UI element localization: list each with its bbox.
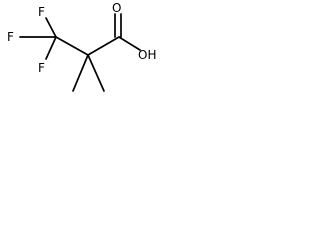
carbonyl-oxygen-label: O (112, 1, 121, 15)
bond-quaternary-to-carboxyl-carbon (87, 36, 120, 56)
fluorine-left-label: F (7, 30, 14, 44)
fluorine-bottom-label: F (38, 61, 45, 75)
bond-carboxyl-to-hydroxyl (118, 36, 141, 51)
fluorine-top-label: F (38, 5, 45, 19)
bond-cf3-to-f-bottom (45, 36, 57, 60)
bond-cf3-to-quaternary-carbon (55, 36, 89, 56)
hydroxyl-label: OH (138, 48, 156, 62)
chemical-structure: F F F O OH (7, 1, 156, 92)
bond-cf3-to-f-top (45, 17, 57, 38)
bond-quaternary-to-methyl-left (72, 54, 89, 92)
bond-quaternary-to-methyl-right (87, 54, 105, 92)
